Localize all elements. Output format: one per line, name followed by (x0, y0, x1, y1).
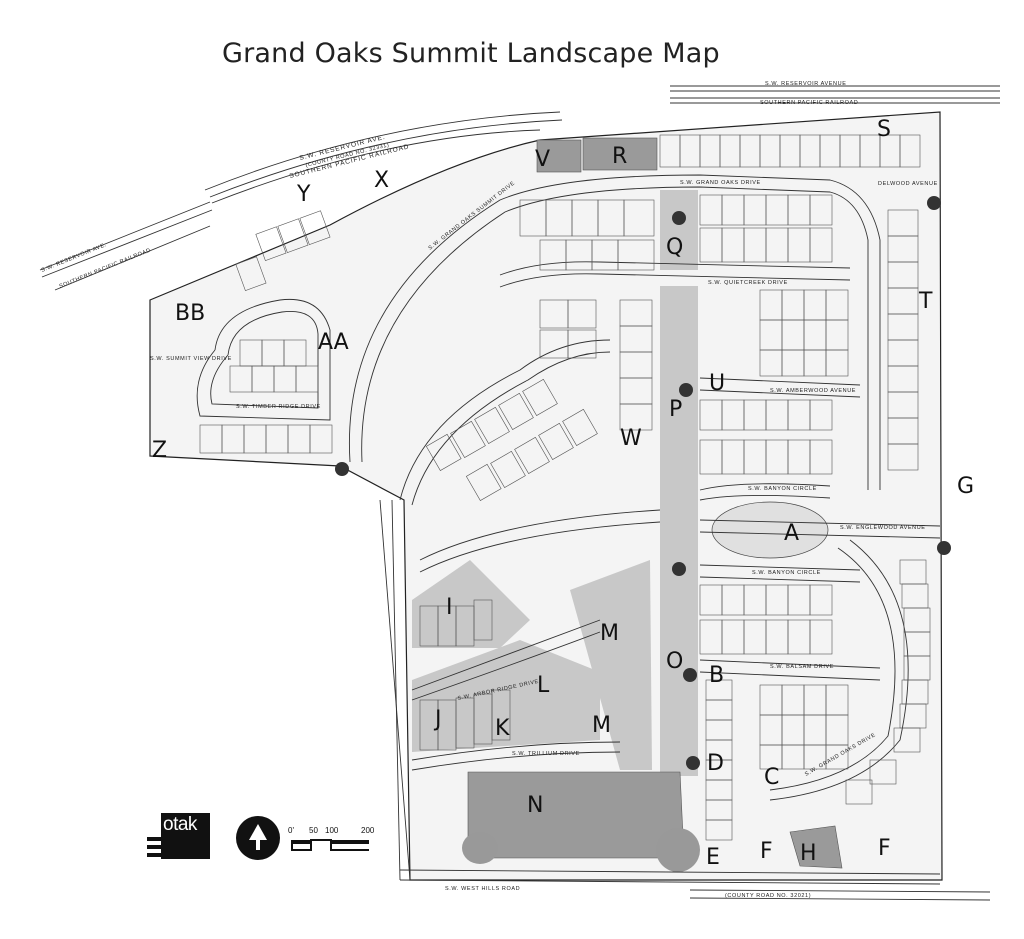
street-amberwood: S.W. AMBERWOOD AVENUE (770, 388, 856, 394)
tract-letter-c: C (764, 765, 779, 790)
otak-logo-text: otak (163, 814, 197, 835)
tract-letter-e: E (706, 845, 720, 870)
tract-letter-f2: F (878, 836, 891, 861)
tract-n-pond-left (462, 832, 498, 864)
street-timber-ridge: S.W. TIMBER RIDGE DRIVE (236, 404, 321, 410)
lot-block-amberwood (699, 289, 849, 475)
logo-bar-1 (147, 837, 165, 841)
tract-letter-q: Q (666, 235, 683, 260)
tract-letter-i: I (446, 595, 453, 620)
tract-q-strip (660, 190, 698, 270)
street-summit-view: S.W. SUMMIT VIEW DRIVE (150, 356, 232, 362)
lot-block-balsam (699, 584, 849, 770)
top-boundary-lines: S.W. RESERVOIR AVENUE SOUTHERN PACIFIC R… (670, 81, 1000, 106)
tract-letter-d: D (707, 751, 724, 776)
tract-letter-w: W (620, 426, 642, 451)
road-network (196, 174, 991, 901)
tract-jkl-shade (412, 640, 600, 752)
tract-letter-z: Z (152, 438, 167, 463)
tract-p-strip (660, 286, 698, 776)
tract-letters: A B C D E F F G H I J K L M M N O P Q R … (152, 117, 974, 870)
otak-logo (161, 813, 210, 859)
street-banyon-circle-bottom: S.W. BANYON CIRCLE (752, 570, 821, 576)
scale-label-100: 100 (325, 826, 339, 835)
tract-letter-j: J (433, 707, 442, 732)
tract-h-shade (789, 825, 843, 869)
tract-letter-p: P (669, 397, 682, 422)
logo-bar-2 (147, 845, 165, 849)
tract-letter-h: H (800, 841, 817, 866)
street-county-road-bottom: (COUNTY ROAD NO. 32021) (725, 893, 811, 899)
tract-letter-y: Y (296, 182, 311, 207)
street-grand-oaks-top: S.W. GRAND OAKS DRIVE (680, 180, 761, 186)
lot-block-y (235, 210, 331, 291)
tract-i-shade (412, 560, 530, 648)
tract-letter-f1: F (760, 839, 773, 864)
tract-letter-s: S (877, 117, 891, 142)
tract-letter-bb: BB (175, 301, 205, 326)
street-southern-pacific-top: SOUTHERN PACIFIC RAILROAD (760, 100, 858, 106)
tract-letter-a: A (784, 521, 799, 546)
tract-a-shade (711, 501, 829, 559)
logo-bar-3 (147, 853, 165, 857)
tract-letter-u: U (709, 371, 725, 396)
lot-block-top-row (659, 134, 921, 168)
street-delwood: DELWOOD AVENUE (878, 181, 938, 187)
tract-letter-x: X (374, 168, 389, 193)
lot-block-aa (199, 339, 333, 454)
scale-label-200: 200 (361, 826, 375, 835)
tract-letter-o: O (666, 649, 683, 674)
street-quietcreek: S.W. QUIETCREEK DRIVE (708, 280, 788, 286)
tract-m-shade (570, 560, 652, 770)
tract-letter-g: G (957, 474, 974, 499)
lot-block-east-column (887, 209, 919, 471)
tract-n-pond-right (656, 828, 700, 872)
tract-n-shade (467, 771, 685, 859)
tract-letter-r: R (612, 144, 627, 169)
lot-block-quietcreek-north (699, 194, 833, 263)
street-trillium: S.W. TRILLIUM DRIVE (512, 751, 580, 757)
street-southern-pacific-left: SOUTHERN PACIFIC RAILROAD (59, 247, 152, 289)
lot-block-d-column (705, 679, 733, 841)
tract-letter-l: L (537, 673, 550, 698)
scale-label-0: 0' (288, 826, 294, 835)
street-west-hills: S.W. WEST HILLS ROAD (445, 886, 520, 892)
tract-markers (335, 196, 951, 770)
tract-letter-n: N (527, 793, 543, 818)
tract-letter-b: B (709, 663, 724, 688)
tract-letter-m1: M (600, 621, 619, 646)
tract-letter-m2: M (592, 713, 611, 738)
lot-block-ijkl (419, 599, 511, 751)
tract-letter-k: K (495, 716, 510, 741)
map-title: Grand Oaks Summit Landscape Map (222, 38, 720, 69)
street-reservoir-top: S.W. RESERVOIR AVENUE (765, 81, 846, 87)
tract-v-shade (536, 139, 582, 173)
street-englewood: S.W. ENGLEWOOD AVENUE (840, 525, 926, 531)
street-banyon-circle-top: S.W. BANYON CIRCLE (748, 486, 817, 492)
lot-blocks (199, 134, 931, 841)
site-boundary (149, 111, 943, 881)
tract-letter-aa: AA (318, 330, 349, 355)
street-balsam: S.W. BALSAM DRIVE (770, 664, 834, 670)
lot-block-grand-oaks-east (845, 559, 931, 805)
tract-r-shade (582, 137, 658, 171)
north-arrow-stem (256, 830, 260, 850)
tract-letter-v: V (535, 147, 550, 172)
tract-letter-t: T (918, 289, 933, 314)
lot-block-center-diagonal (425, 299, 653, 501)
scale-label-50: 50 (309, 826, 318, 835)
lot-block-grand-oaks-top (519, 199, 655, 271)
scale-bar (291, 839, 369, 851)
